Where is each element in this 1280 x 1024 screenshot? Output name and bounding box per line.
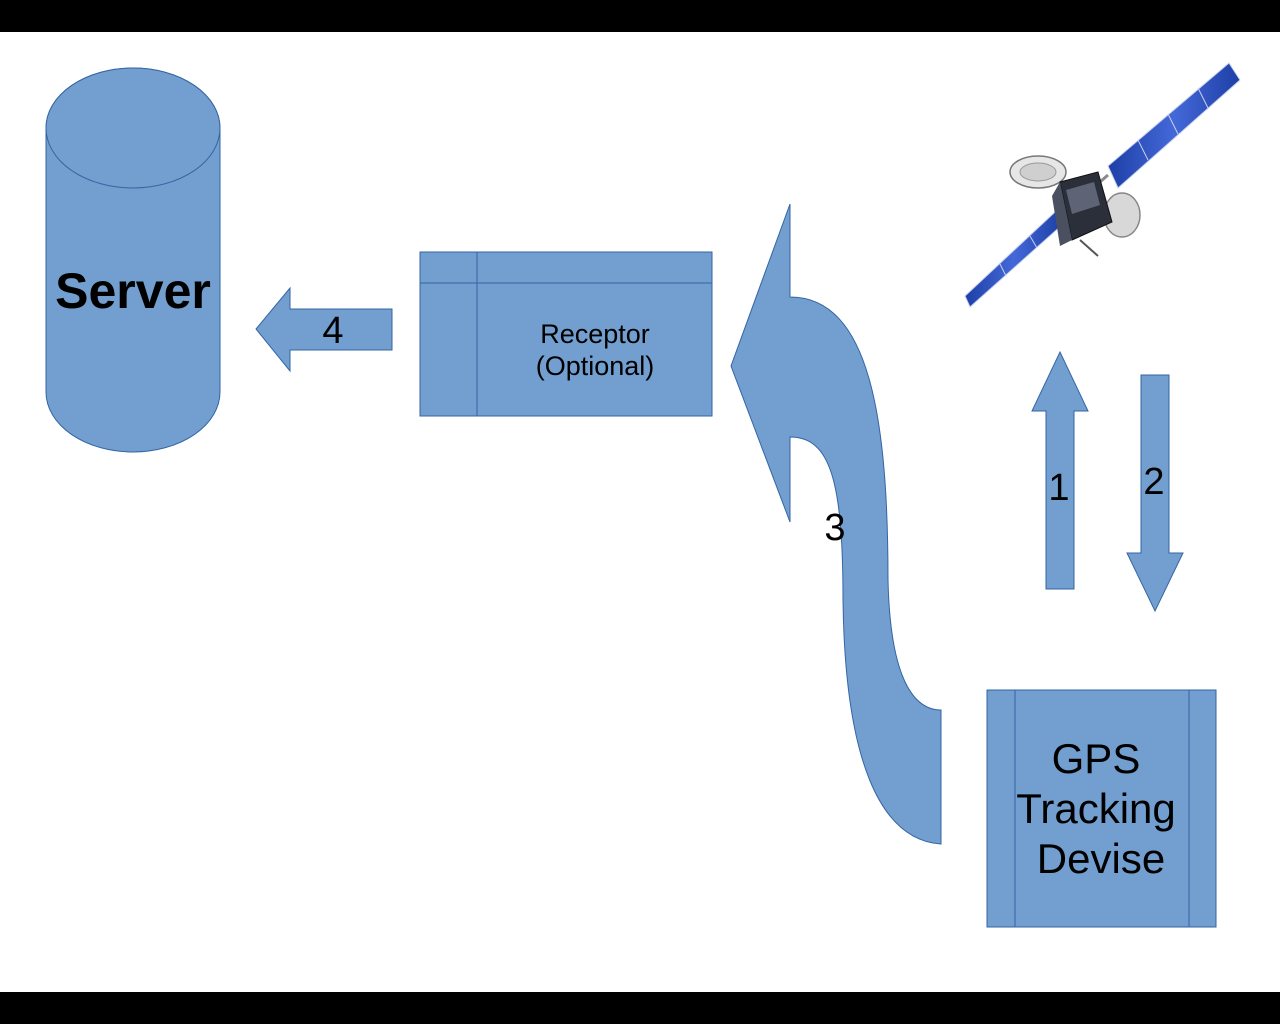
receptor-box: Receptor (Optional) [419, 251, 713, 417]
server-label: Server [55, 263, 211, 319]
gps-label-line1: GPS [1052, 735, 1141, 782]
server-cylinder: Server [45, 67, 221, 453]
top-frame-bar [0, 0, 1280, 32]
gps-label-line2: Tracking [1016, 785, 1176, 832]
satellite-icon [964, 62, 1241, 308]
arrow-2-down: 2 [1126, 374, 1184, 613]
gps-label-line3: Devise [1037, 835, 1165, 882]
arrow-2-label: 2 [1143, 461, 1164, 503]
bottom-frame-bar [0, 992, 1280, 1024]
receptor-label-line2: (Optional) [536, 351, 655, 381]
receptor-label-line1: Receptor [540, 319, 650, 349]
arrow-3-curved: 3 [730, 203, 942, 845]
gps-device-box: GPS Tracking Devise [986, 689, 1217, 928]
arrow-3-label: 3 [824, 507, 845, 549]
arrow-4-label: 4 [322, 310, 343, 352]
arrow-4: 4 [255, 286, 393, 373]
arrow-1-up: 1 [1031, 350, 1089, 590]
arrow-1-label: 1 [1048, 467, 1069, 509]
